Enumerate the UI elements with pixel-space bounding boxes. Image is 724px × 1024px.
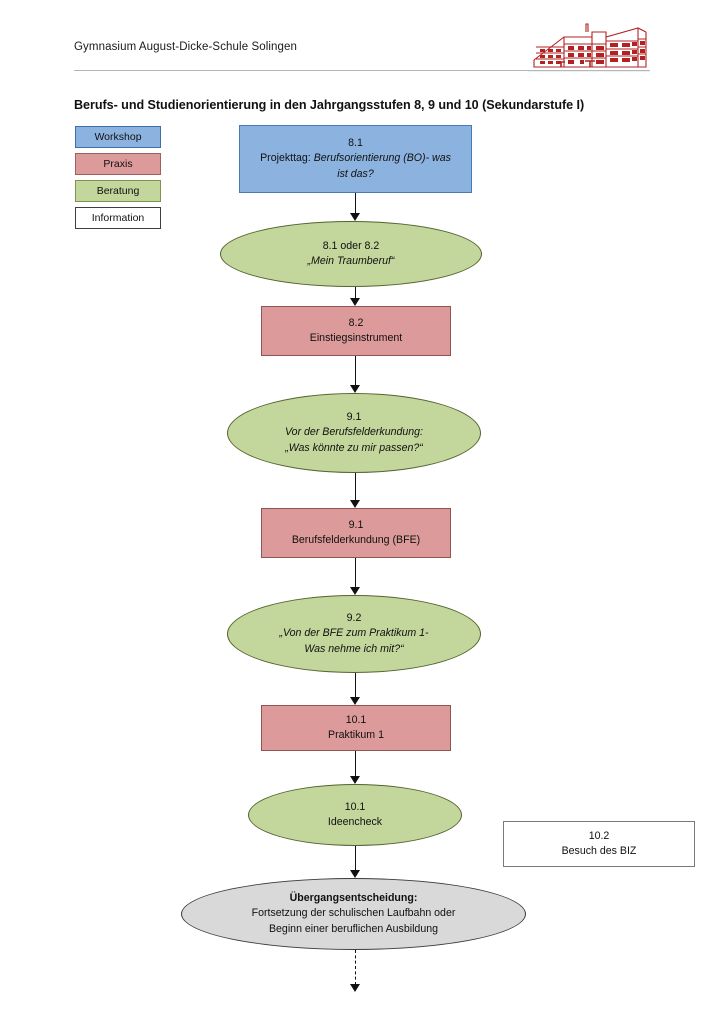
node-line: „Was könnte zu mir passen?“	[285, 441, 423, 454]
connector-arrow-6	[347, 673, 363, 705]
legend: Workshop Praxis Beratung Information	[75, 126, 161, 234]
flow-node-mein-traumberuf: 8.1 oder 8.2 „Mein Traumberuf“	[220, 221, 482, 287]
connector-stem	[354, 950, 356, 985]
node-line: 8.1 oder 8.2	[322, 239, 380, 252]
flow-node-projekttag: 8.1 Projekttag: Berufsorientierung (BO)-…	[239, 125, 472, 193]
flow-node-ideencheck: 10.1 Ideencheck	[248, 784, 462, 846]
connector-arrow-8	[347, 846, 363, 878]
flow-node-vor-der-berufsfelderkundung: 9.1 Vor der Berufsfelderkundung: „Was kö…	[227, 393, 481, 473]
flow-node-uebergangsentscheidung: Übergangsentscheidung: Fortsetzung der s…	[181, 878, 526, 950]
arrowhead-icon	[350, 870, 360, 878]
node-line: Beginn einer beruflichen Ausbildung	[268, 922, 439, 935]
legend-label: Beratung	[96, 185, 140, 197]
connector-stem	[354, 473, 356, 501]
flow-node-praktikum-1: 10.1 Praktikum 1	[261, 705, 451, 751]
school-building-icon	[528, 23, 650, 72]
node-line: Ideencheck	[327, 816, 383, 828]
arrowhead-icon	[350, 385, 360, 393]
connector-stem	[354, 193, 356, 214]
arrowhead-icon	[350, 697, 360, 705]
flow-node-einstiegsinstrument: 8.2 Einstiegsinstrument	[261, 306, 451, 356]
node-line: Fortsetzung der schulischen Laufbahn ode…	[251, 907, 456, 920]
node-line: 10.1	[344, 800, 366, 813]
arrowhead-icon	[350, 500, 360, 508]
node-line: 9.1	[346, 410, 362, 423]
connector-arrow-dashed-exit	[347, 950, 363, 992]
node-line: Besuch des BIZ	[561, 845, 637, 857]
page-title: Berufs- und Studienorientierung in den J…	[74, 98, 585, 113]
connector-stem	[354, 846, 356, 871]
flow-node-berufsfelderkundung: 9.1 Berufsfelderkundung (BFE)	[261, 508, 451, 558]
connector-stem	[354, 287, 356, 299]
connector-stem	[354, 558, 356, 588]
header-divider	[74, 70, 650, 71]
connector-stem	[354, 356, 356, 386]
connector-stem	[354, 673, 356, 698]
node-line: Übergangsentscheidung:	[289, 891, 418, 904]
connector-arrow-4	[347, 473, 363, 508]
legend-item-beratung: Beratung	[75, 180, 161, 202]
flow-node-von-der-bfe-zum-praktikum: 9.2 „Von der BFE zum Praktikum 1- Was ne…	[227, 595, 481, 673]
node-line: Praktikum 1	[328, 729, 384, 741]
node-line: Einstiegsinstrument	[309, 332, 403, 344]
arrowhead-icon	[350, 298, 360, 306]
school-name: Gymnasium August-Dicke-Schule Solingen	[74, 41, 298, 53]
legend-item-praxis: Praxis	[75, 153, 161, 175]
legend-label: Praxis	[103, 158, 133, 170]
node-line: Projekttag: Berufsorientierung (BO)- was	[260, 151, 451, 167]
legend-item-information: Information	[75, 207, 161, 229]
node-line: 8.2	[348, 316, 364, 329]
node-line: 8.1	[348, 136, 363, 149]
node-line: Was nehme ich mit?“	[304, 642, 404, 655]
flow-node-besuch-des-biz: 10.2 Besuch des BIZ	[503, 821, 695, 867]
connector-arrow-3	[347, 356, 363, 393]
connector-arrow-2	[347, 287, 363, 306]
node-line-prefix: Projekttag:	[260, 152, 314, 165]
legend-label: Information	[91, 212, 145, 224]
arrowhead-icon	[350, 984, 360, 992]
node-line: Vor der Berufsfelderkundung:	[285, 426, 423, 439]
node-line: „Von der BFE zum Praktikum 1-	[279, 627, 429, 640]
node-line: 9.1	[348, 518, 364, 531]
connector-arrow-7	[347, 751, 363, 784]
node-line: Berufsfelderkundung (BFE)	[291, 534, 421, 546]
connector-arrow-5	[347, 558, 363, 595]
node-line: 9.2	[346, 611, 362, 624]
arrowhead-icon	[350, 587, 360, 595]
legend-label: Workshop	[94, 131, 142, 143]
arrowhead-icon	[350, 776, 360, 784]
node-line: „Mein Traumberuf“	[307, 255, 395, 267]
node-line: ist das?	[337, 167, 374, 180]
legend-item-workshop: Workshop	[75, 126, 161, 148]
node-line: 10.1	[345, 713, 367, 726]
node-line-emphasis: Berufsorientierung (BO)- was	[313, 152, 451, 165]
arrowhead-icon	[350, 213, 360, 221]
connector-stem	[354, 751, 356, 777]
connector-arrow-1	[347, 193, 363, 221]
node-line: 10.2	[588, 829, 610, 842]
